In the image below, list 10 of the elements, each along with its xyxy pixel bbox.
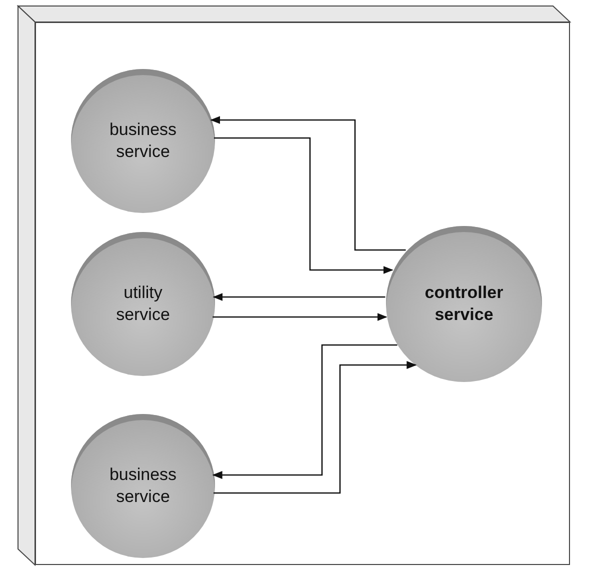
service-label: business service bbox=[108, 464, 178, 508]
arrow bbox=[212, 313, 388, 321]
arrow bbox=[210, 116, 406, 251]
service-label: business service bbox=[108, 119, 178, 163]
service-label: utility service bbox=[115, 282, 171, 326]
arrow bbox=[212, 344, 398, 479]
arrow bbox=[214, 361, 417, 494]
arrow bbox=[214, 137, 394, 274]
arrow bbox=[212, 293, 386, 301]
service-label: controller service bbox=[424, 282, 504, 326]
